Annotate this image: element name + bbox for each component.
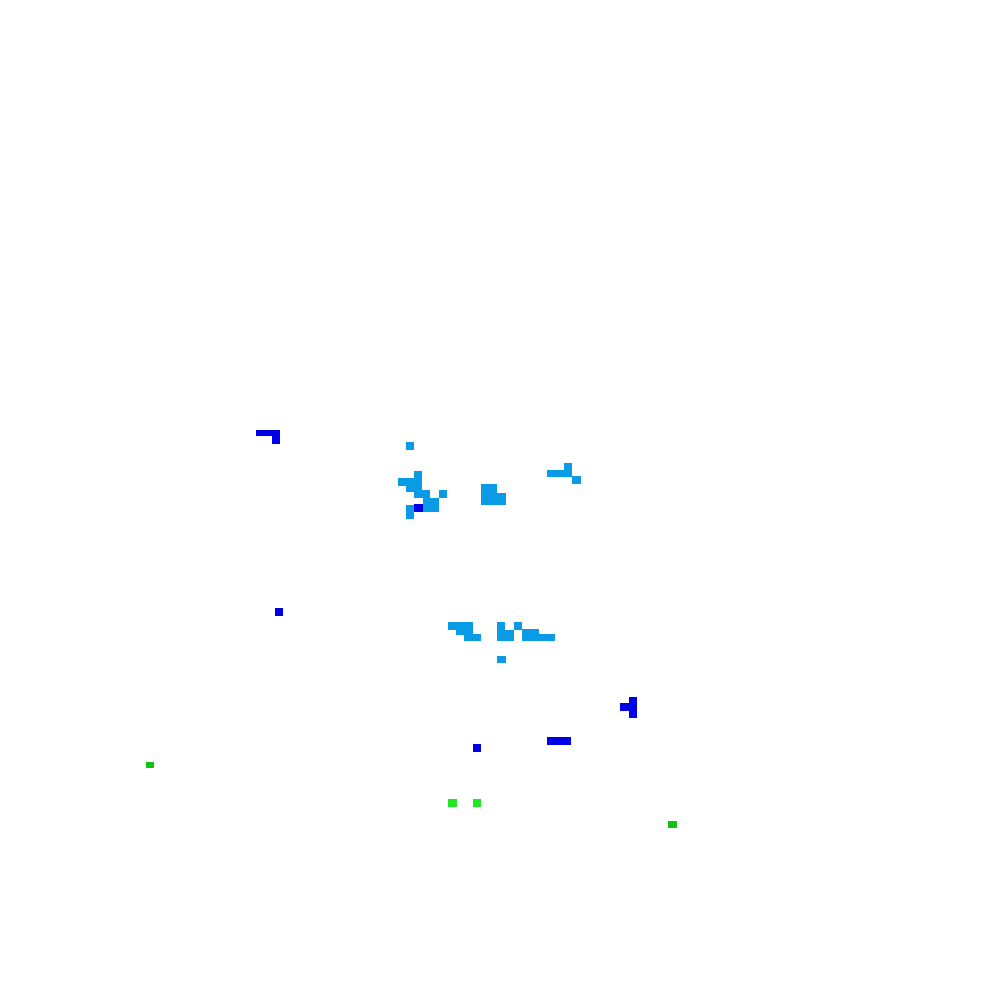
map-cell-light-blue [497, 656, 506, 663]
map-cell-dark-blue [629, 711, 637, 718]
map-cell-dark-blue [629, 697, 637, 705]
map-cell-dark-blue [272, 436, 280, 444]
map-cell-light-blue [406, 512, 414, 519]
map-cell-bright-green [473, 799, 481, 807]
map-cell-light-blue [406, 442, 414, 450]
map-cell-dark-blue [547, 737, 571, 745]
map-cell-light-blue [448, 622, 473, 630]
map-cell-light-blue [497, 630, 514, 641]
map-cell-light-blue [481, 484, 497, 493]
map-cell-dark-green [146, 762, 154, 768]
map-cell-light-blue [464, 634, 481, 641]
map-cell-light-blue [497, 622, 505, 630]
map-cell-bright-green [448, 799, 457, 807]
map-cell-light-blue [481, 493, 506, 505]
map-cell-light-blue [514, 622, 522, 630]
map-cell-light-blue [414, 490, 430, 498]
map-cell-light-blue [572, 476, 581, 484]
map-cell-dark-blue [620, 703, 637, 711]
map-cell-light-blue [423, 498, 439, 512]
map-cell-light-blue [564, 463, 572, 471]
map-cell-light-blue [539, 634, 555, 641]
map-cell-light-blue [414, 471, 422, 479]
map-cell-light-blue [406, 505, 414, 513]
map-cell-dark-blue [275, 608, 283, 616]
map-cell-light-blue [456, 630, 473, 635]
map-cell-dark-blue [473, 744, 481, 752]
map-cell-light-blue [406, 486, 422, 492]
map-cell-dark-green [668, 821, 677, 828]
map-cell-light-blue [522, 629, 539, 641]
map-cell-light-blue [547, 470, 572, 477]
map-cell-dark-blue [256, 430, 280, 436]
map-cell-light-blue [398, 478, 422, 486]
map-cell-dark-blue [414, 504, 424, 512]
map-cell-light-blue [439, 490, 447, 498]
